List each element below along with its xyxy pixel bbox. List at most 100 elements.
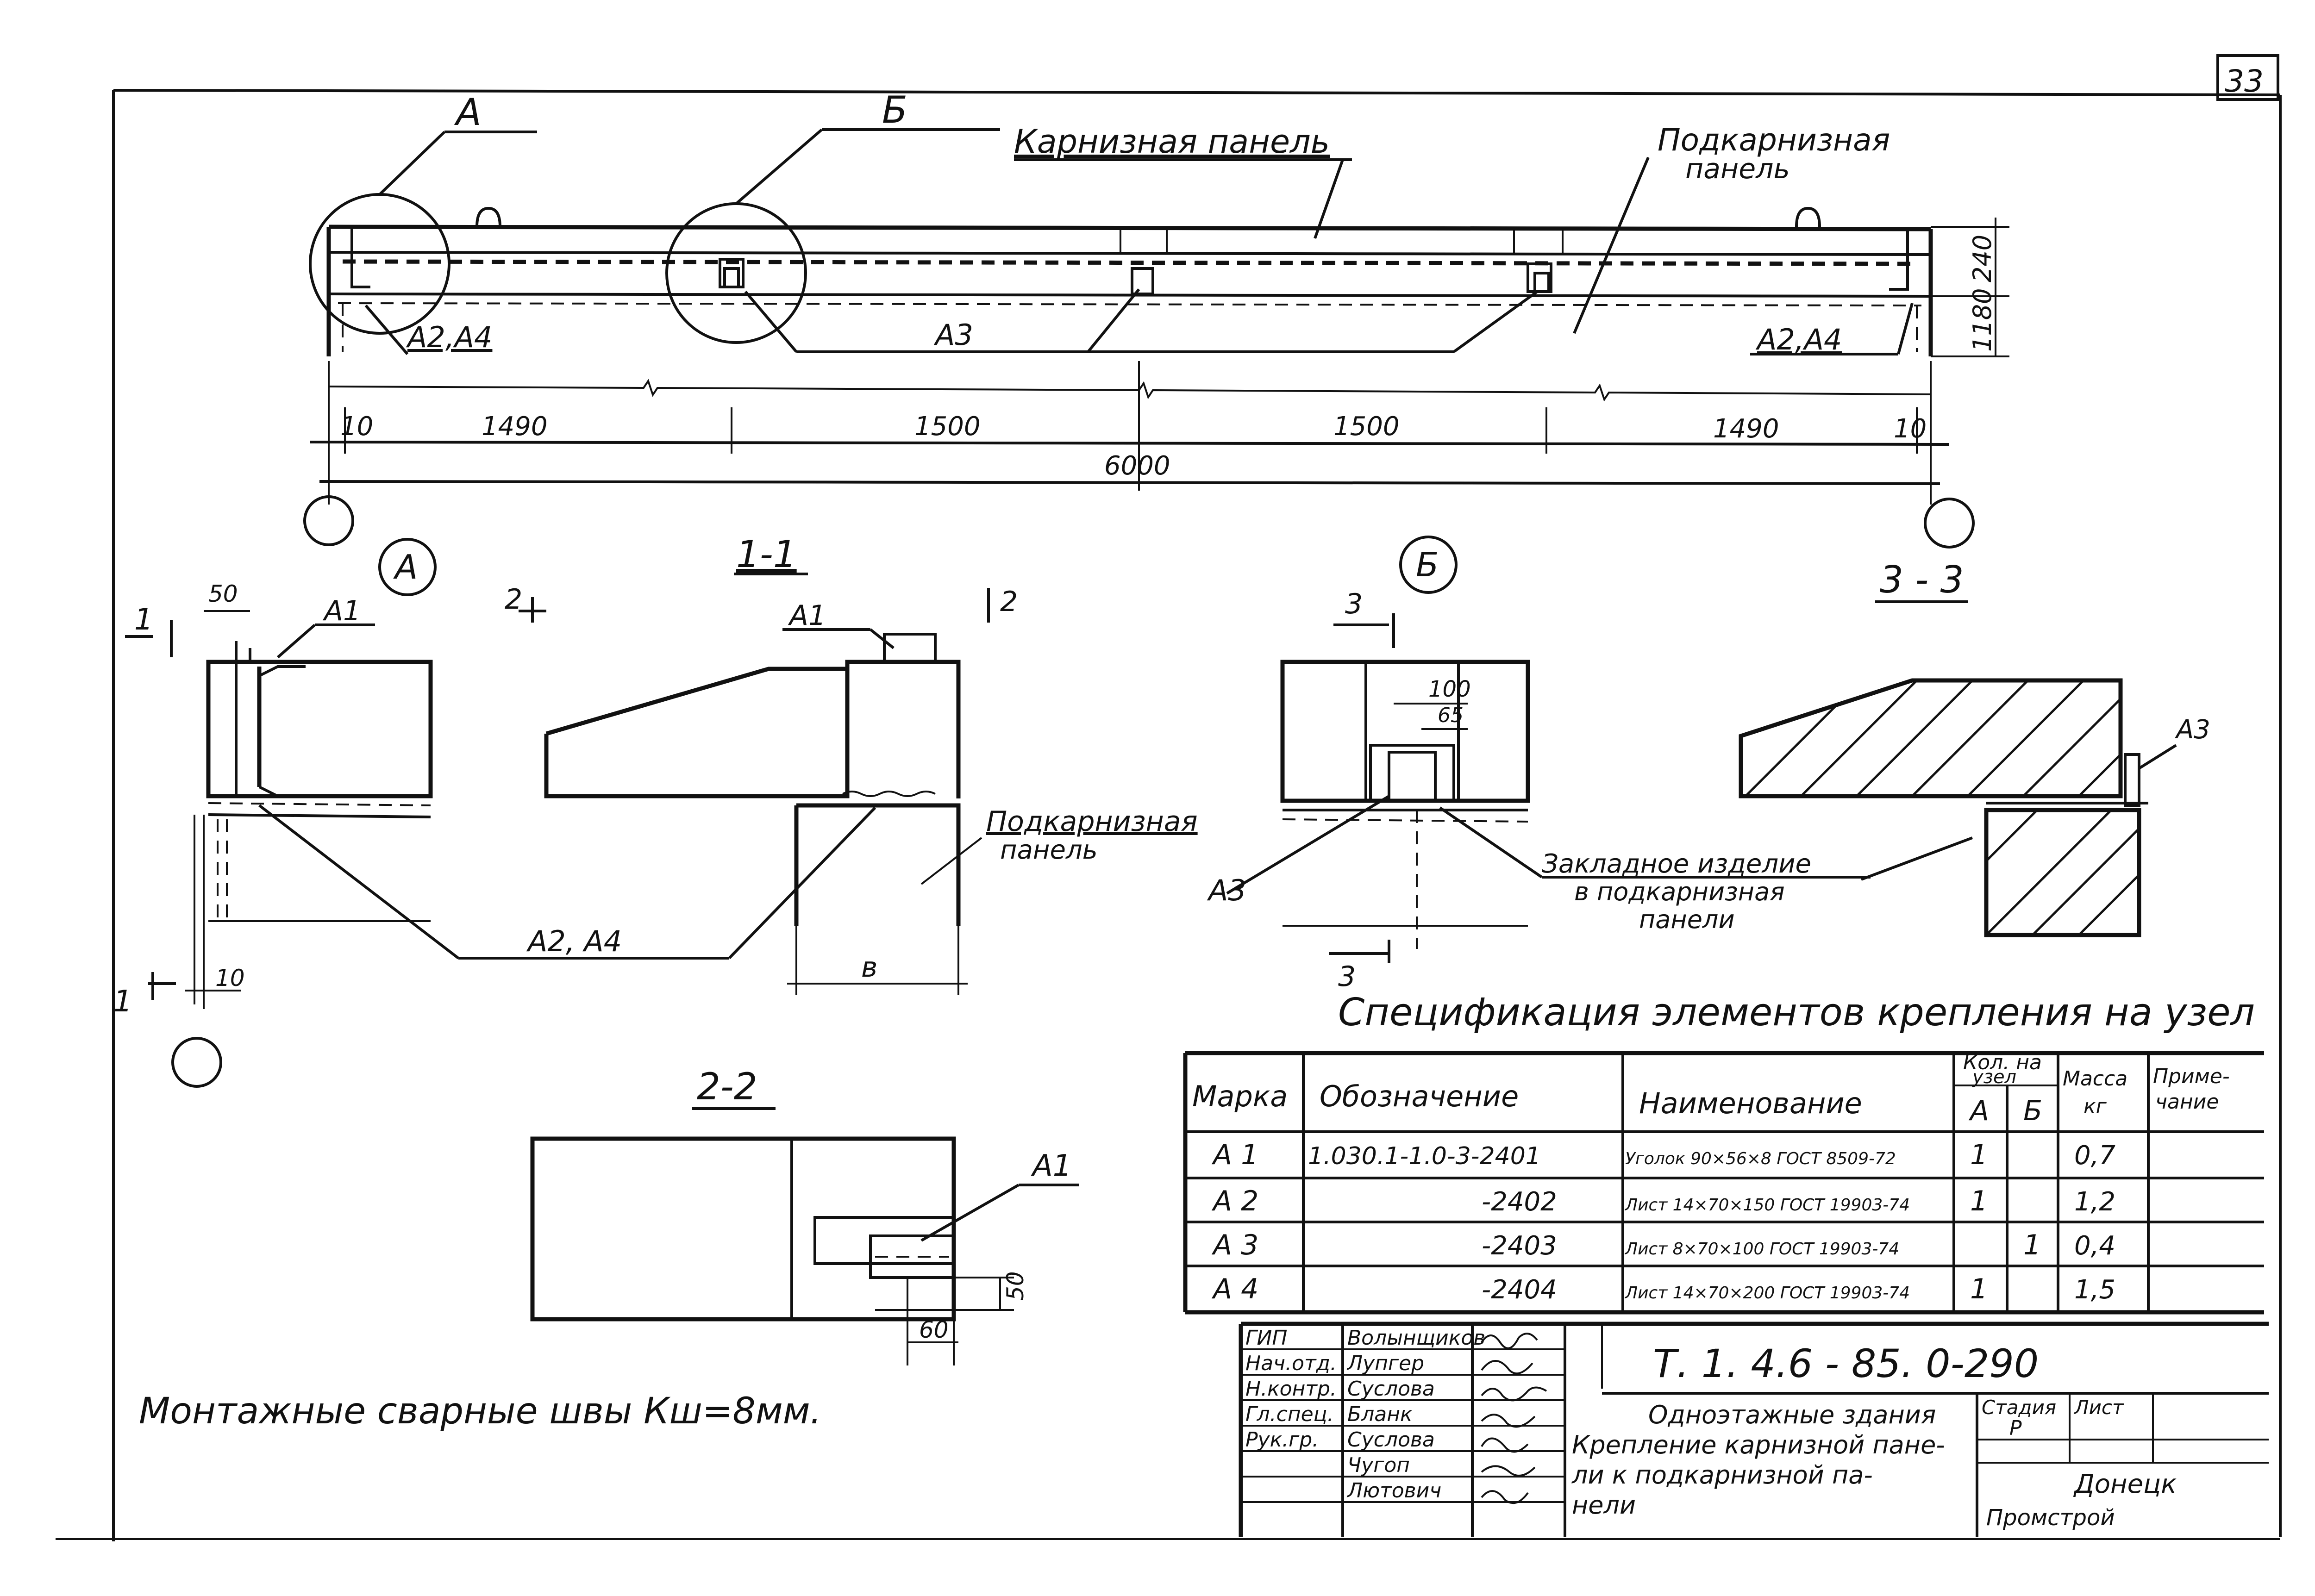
detail-a: А 1 50 А1 1 10	[113, 538, 459, 1088]
spec-header-col-a: А	[1968, 1095, 1989, 1127]
stamp-stage-label: Стадия	[1982, 1396, 2056, 1419]
detail-b-title-circle	[1399, 536, 1458, 594]
detail-a-label-a1: А1	[322, 595, 361, 627]
spec-header-note-2: чание	[2155, 1090, 2219, 1114]
detail-a-cut-top: 1	[134, 603, 153, 637]
spec-header-col-b: Б	[2023, 1095, 2042, 1127]
stamp-org-2: Промстрой	[1986, 1505, 2115, 1531]
detail-b-dim-100: 100	[1428, 676, 1471, 702]
stamp-name: Чугоп	[1347, 1453, 1410, 1477]
node-a-circle	[309, 193, 450, 335]
section-1-1-dim-b: в	[861, 951, 877, 984]
spec-row-qty-a: 1	[1970, 1273, 1988, 1305]
detail-a-axis-bubble	[171, 1037, 222, 1088]
plan-dim-right-gap: 10	[1894, 414, 1927, 444]
spec-header-name: Наименование	[1639, 1086, 1862, 1120]
stamp-role: Гл.спец.	[1245, 1403, 1334, 1426]
stamp-role: ГИП	[1245, 1326, 1288, 1350]
plan-dim-span-2: 1500	[914, 411, 981, 442]
stamp-name: Волынщиков	[1347, 1326, 1485, 1350]
spec-row-mass: 1,5	[2074, 1275, 2115, 1305]
detail-b-dim-65: 65	[1438, 704, 1464, 727]
plan-label-node-a: А	[454, 91, 482, 134]
spec-row-mark: А 1	[1211, 1139, 1258, 1171]
stamp-title-4: нели	[1572, 1490, 1636, 1520]
stamp-name: Суслова	[1347, 1377, 1435, 1401]
plan-label-a2a4-right: А2,А4	[1755, 323, 1842, 356]
detail-b-cut-bottom: 3	[1338, 960, 1356, 993]
detail-b-label-a3: А3	[1207, 873, 1246, 907]
spec-header-mark: Марка	[1192, 1079, 1288, 1113]
spec-row-designation: -2402	[1482, 1187, 1557, 1217]
plan-dim-span-3: 1500	[1333, 411, 1400, 442]
plan-dim-span-4: 1490	[1713, 414, 1779, 444]
stamp-title-2: Крепление карнизной пане-	[1572, 1430, 1945, 1459]
stamp-stage-value: Р	[2009, 1416, 2022, 1440]
spec-row-qty-a: 1	[1970, 1185, 1988, 1217]
spec-title: Спецификация элементов крепления на узел	[1338, 991, 2255, 1035]
detail-a-dim-50: 50	[208, 580, 238, 607]
spec-row-designation: 1.030.1-1.0-3-2401	[1308, 1142, 1541, 1170]
axis-bubble-right	[1924, 498, 1975, 549]
plan-label-a3: А3	[933, 318, 973, 352]
spec-row-qty-b: 1	[2023, 1229, 2041, 1261]
section-2-2-title: 2-2	[697, 1065, 757, 1108]
detail-a-cut-bottom: 1	[113, 985, 132, 1019]
detail-a-title: А	[393, 548, 418, 586]
stamp-name: Суслова	[1347, 1428, 1435, 1452]
plan-dim-height-top: 240	[1968, 235, 1997, 282]
signature-scribbles	[1481, 1333, 1547, 1504]
spec-row-mark: А 4	[1211, 1273, 1258, 1305]
plan-dim-span-1: 1490	[482, 411, 548, 442]
spec-row-mark: А 3	[1211, 1229, 1258, 1261]
spec-header-designation: Обозначение	[1320, 1079, 1519, 1113]
axis-bubble-left	[303, 495, 354, 546]
section-1-1-label-a2a4: А2, А4	[526, 924, 622, 958]
stamp-org-1: Донецк	[2073, 1469, 2177, 1499]
stamp-role: Рук.гр.	[1245, 1428, 1319, 1452]
detail-b-embedded-1: Закладное изделие	[1542, 849, 1811, 879]
detail-a-dim-10: 10	[215, 965, 245, 991]
spec-row-mass: 1,2	[2074, 1187, 2115, 1217]
stamp-code: Т. 1. 4.6 - 85. 0-290	[1653, 1341, 2039, 1386]
section-1-1-under-cornice-1: Подкарнизная	[986, 805, 1198, 838]
stamp-sheet-label: Лист	[2073, 1396, 2124, 1419]
spec-row-mass: 0,7	[2074, 1141, 2115, 1171]
detail-b: Б 3 100 65 А3 Закладное изделие в подкар…	[1207, 536, 1871, 993]
sheet-number: 33	[2225, 63, 2264, 99]
sheet-number-box	[2216, 54, 2279, 101]
spec-row-qty-a: 1	[1970, 1139, 1988, 1171]
stamp-name: Бланк	[1347, 1403, 1413, 1426]
section-1-1: 1-1 2 2 А1 Подкарнизная панель А2, А4 в	[458, 533, 1198, 995]
plan-label-node-b: Б	[882, 88, 907, 131]
spec-row-name: Уголок 90×56×8 ГОСТ 8509-72	[1625, 1149, 1896, 1168]
section-1-1-under-cornice-2: панель	[1000, 835, 1098, 865]
detail-b-title: Б	[1416, 545, 1439, 584]
detail-b-cut-top: 3	[1345, 588, 1363, 620]
spec-header-qty-1: Кол. на	[1963, 1051, 2042, 1074]
section-2-2: 2-2 А1 50 60	[530, 1065, 1079, 1365]
plan-label-under-cornice-1: Подкарнизная	[1658, 122, 1890, 158]
spec-row-mass: 0,4	[2074, 1231, 2115, 1261]
detail-a-title-circle	[378, 538, 437, 596]
plan-label-cornice-panel: Карнизная панель	[1014, 123, 1330, 161]
detail-b-embedded-2: в подкарнизная	[1574, 877, 1785, 906]
spec-row-name: Лист 14×70×150 ГОСТ 19903-74	[1624, 1196, 1910, 1215]
plan-dim-left-gap: 10	[340, 411, 373, 442]
sheet-frame: 33	[56, 54, 2282, 1541]
section-1-1-label-a1: А1	[788, 599, 826, 632]
plan-label-a2a4-left: А2,А4	[406, 320, 492, 354]
plan-dim-total: 6000	[1104, 451, 1170, 481]
spec-header-mass-2: кг	[2084, 1095, 2107, 1118]
stamp-name: Лупгер	[1346, 1352, 1424, 1375]
stamp-title-3: ли к подкарнизной па-	[1571, 1460, 1873, 1490]
spec-header-note-1: Приме-	[2153, 1065, 2230, 1088]
spec-row-mark: А 2	[1211, 1185, 1258, 1217]
weld-note: Монтажные сварные швы Кш=8мм.	[139, 1390, 821, 1432]
section-2-2-dim-60: 60	[919, 1316, 949, 1343]
spec-row-name: Лист 8×70×100 ГОСТ 19903-74	[1624, 1240, 1899, 1259]
spec-row-designation: -2403	[1482, 1231, 1557, 1261]
section-3-3: 3 - 3 А3	[1739, 558, 2210, 937]
stamp-name: Лютович	[1346, 1479, 1441, 1502]
section-3-3-label-a3: А3	[2175, 715, 2210, 745]
